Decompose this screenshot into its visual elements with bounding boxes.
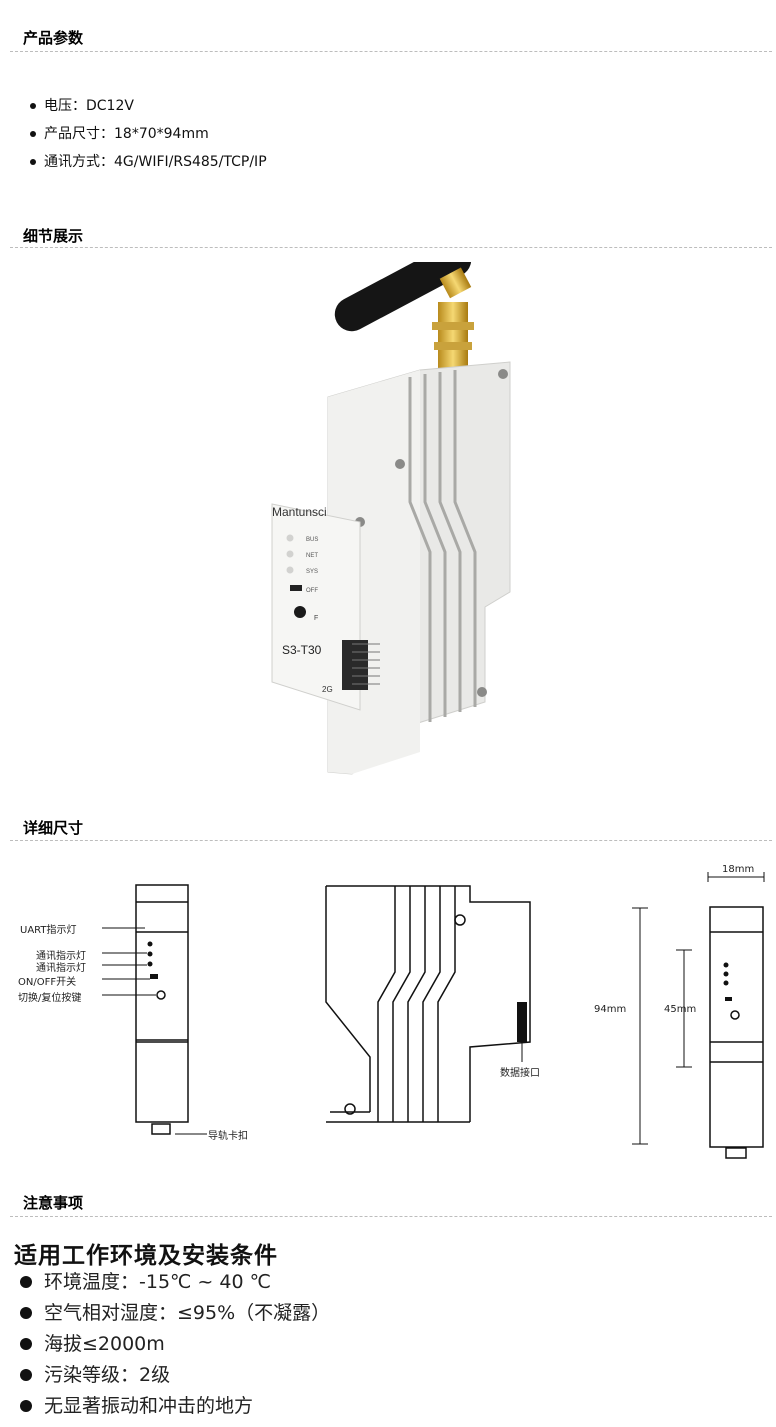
divider: [10, 51, 772, 52]
led-label: BUS: [306, 537, 318, 543]
env-item: 无显著振动和冲击的地方: [14, 1394, 330, 1425]
section-title: 产品参数: [23, 29, 84, 47]
height-total-label: 94mm: [594, 1004, 627, 1015]
switch-label: OFF: [306, 588, 318, 594]
switch-icon: [290, 585, 302, 591]
antenna-connector: [438, 302, 468, 372]
section-title: 详细尺寸: [23, 819, 84, 837]
rail-clip-label: 导轨卡扣: [208, 1131, 248, 1142]
product-photo: Mantunsci BUS NET SYS OFF F S3-T30 2G: [271, 262, 511, 775]
led-label: SYS: [306, 569, 318, 575]
data-port-label: 数据接口: [500, 1068, 540, 1079]
model-label: S3-T30: [282, 643, 322, 657]
net-label: 2G: [322, 685, 333, 694]
section-title: 注意事项: [23, 1194, 84, 1212]
reset-button-label: 切换/复位按键: [18, 993, 82, 1004]
button-label: F: [314, 615, 318, 622]
onoff-label: ON/OFF开关: [18, 977, 77, 988]
comm-led-label: 通讯指示灯: [36, 951, 86, 962]
env-item: 环境温度：-15℃ ~ 40 ℃: [14, 1270, 330, 1301]
section-title: 细节展示: [23, 227, 84, 245]
dimension-drawings: UART指示灯 通讯指示灯 通讯指示灯 ON/OFF开关 切换/复位按键 导轨卡…: [0, 852, 776, 1172]
env-item: 空气相对湿度：≤95%（不凝露）: [14, 1301, 330, 1332]
param-item: 电压：DC12V: [24, 97, 267, 125]
env-title: 适用工作环境及安装条件: [14, 1243, 278, 1269]
params-list: 电压：DC12V 产品尺寸：18*70*94mm 通讯方式：4G/WIFI/RS…: [24, 97, 267, 181]
comm-led-label: 通讯指示灯: [36, 963, 86, 974]
uart-led-label: UART指示灯: [20, 925, 77, 936]
brand-label: Mantunsci: [272, 505, 327, 519]
led-label: NET: [306, 553, 318, 559]
divider: [10, 247, 772, 248]
env-item: 污染等级：2级: [14, 1363, 330, 1394]
width-label: 18mm: [722, 864, 755, 875]
button-icon: [294, 606, 306, 618]
param-item: 通讯方式：4G/WIFI/RS485/TCP/IP: [24, 153, 267, 181]
data-port: [342, 640, 368, 690]
param-item: 产品尺寸：18*70*94mm: [24, 125, 267, 153]
env-item: 海拔≤2000m: [14, 1332, 330, 1363]
divider: [10, 1216, 772, 1217]
env-list: 环境温度：-15℃ ~ 40 ℃ 空气相对湿度：≤95%（不凝露） 海拔≤200…: [14, 1270, 330, 1425]
height-inner-label: 45mm: [664, 1004, 697, 1015]
antenna-icon: [334, 262, 472, 332]
divider: [10, 840, 772, 841]
